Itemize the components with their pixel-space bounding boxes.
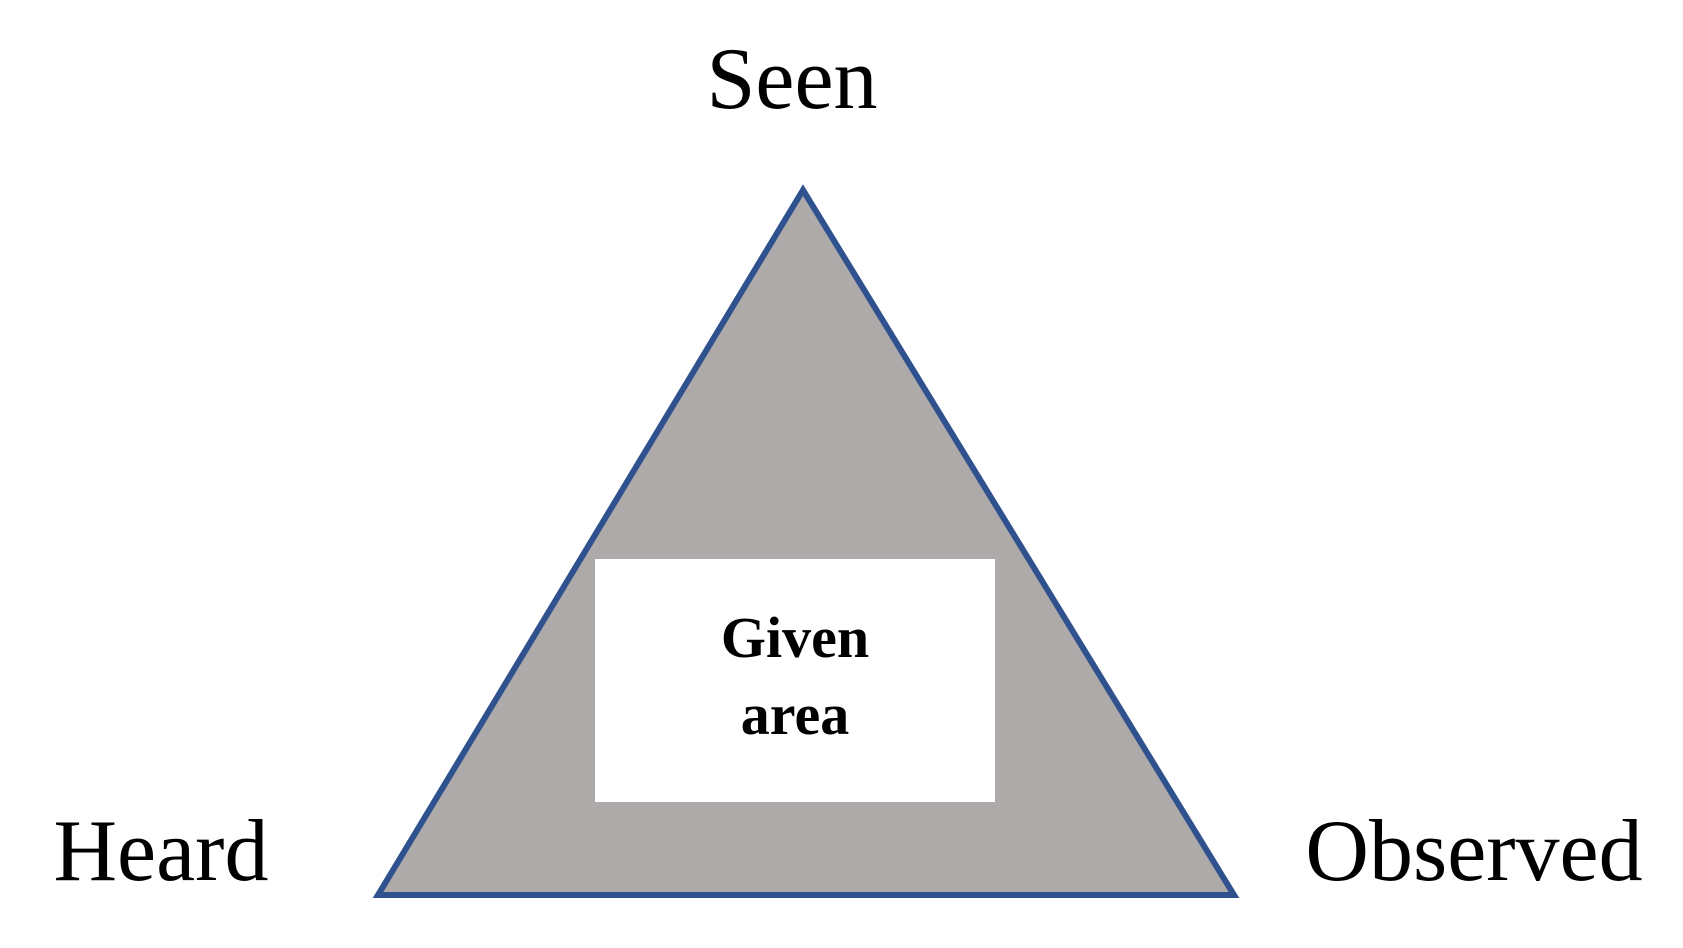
given-area-box	[595, 559, 995, 802]
observed-label: Observed	[1305, 803, 1642, 900]
seen-label: Seen	[706, 31, 877, 128]
triangle-shape	[372, 184, 1240, 898]
given-area-label-line1: Given	[721, 605, 869, 670]
heard-label: Heard	[54, 803, 269, 900]
given-area-label-line2: area	[741, 682, 849, 747]
